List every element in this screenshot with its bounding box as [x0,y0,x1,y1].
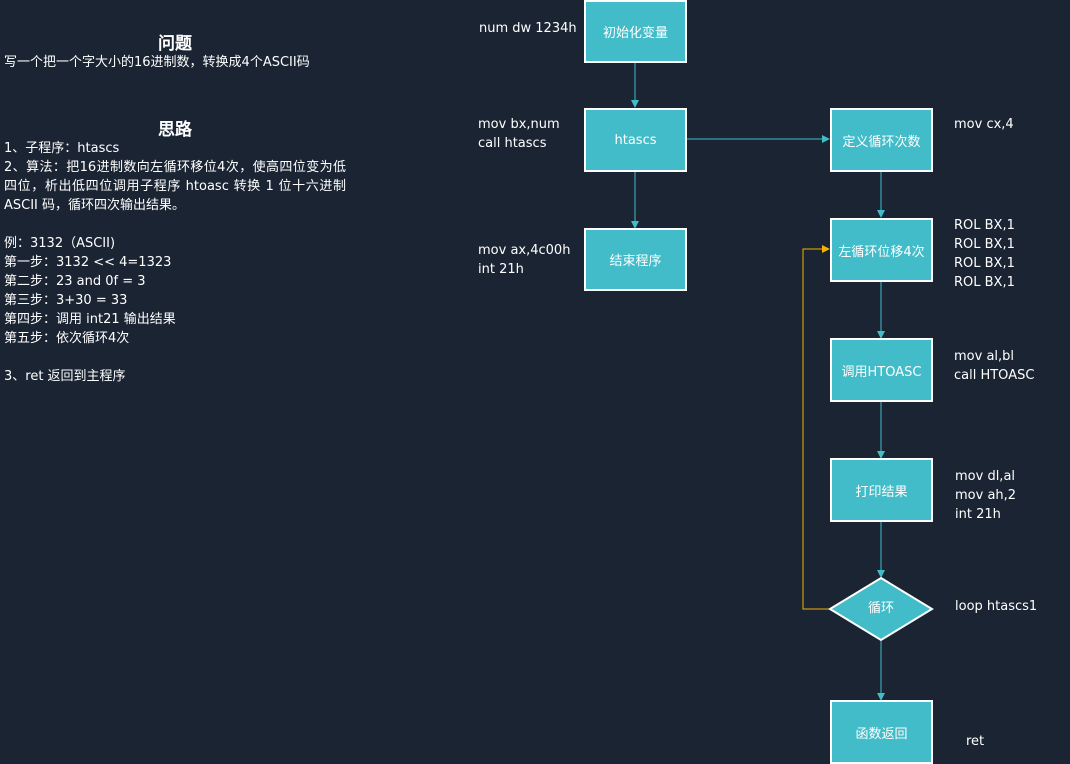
code-define-loop: mov cx,4 [954,117,1014,132]
node-call-htoasc: 调用HTOASC [830,338,933,402]
node-end: 结束程序 [584,228,687,291]
node-return: 函数返回 [830,700,933,764]
approach-line2: 2、算法：把16进制数向左循环移位4次，使高四位变为低四位，析出低四位调用子程序… [4,160,346,213]
approach-line1: 1、子程序：htascs [4,141,120,156]
approach-step4: 第四步：调用 int21 输出结果 [4,312,176,327]
node-loop-label: 循环 [867,601,894,616]
node-init: 初始化变量 [584,0,687,63]
problem-title: 问题 [158,34,192,54]
code-call-htoasc: mov al,bl call HTOASC [954,349,1035,383]
approach-step2: 第二步：23 and 0f = 3 [4,274,146,289]
problem-text: 写一个把一个字大小的16进制数，转换成4个ASCII码 [4,55,310,70]
node-define-loop: 定义循环次数 [830,108,933,172]
approach-step3: 第三步：3+30 = 33 [4,293,128,308]
decision-loop-shape [828,576,934,642]
approach-line3: 3、ret 返回到主程序 [4,369,126,384]
code-return: ret [966,734,985,749]
code-print: mov dl,al mov ah,2 int 21h [955,469,1017,522]
code-htascs: mov bx,num call htascs [478,117,560,151]
edge-loop-back [802,245,830,610]
approach-step5: 第五步：依次循环4次 [4,331,130,346]
code-init: num dw 1234h [479,21,577,36]
node-htascs: htascs [584,108,687,172]
node-rotate: 左循环位移4次 [830,218,933,282]
approach-step1: 第一步：3132 << 4=1323 [4,255,172,270]
code-loop: loop htascs1 [955,599,1038,614]
code-rotate: ROL BX,1 ROL BX,1 ROL BX,1 ROL BX,1 [954,218,1015,290]
code-end: mov ax,4c00h int 21h [478,243,571,277]
approach-example: 例：3132（ASCII) [4,236,116,251]
node-print: 打印结果 [830,458,933,522]
approach-title: 思路 [158,120,192,140]
